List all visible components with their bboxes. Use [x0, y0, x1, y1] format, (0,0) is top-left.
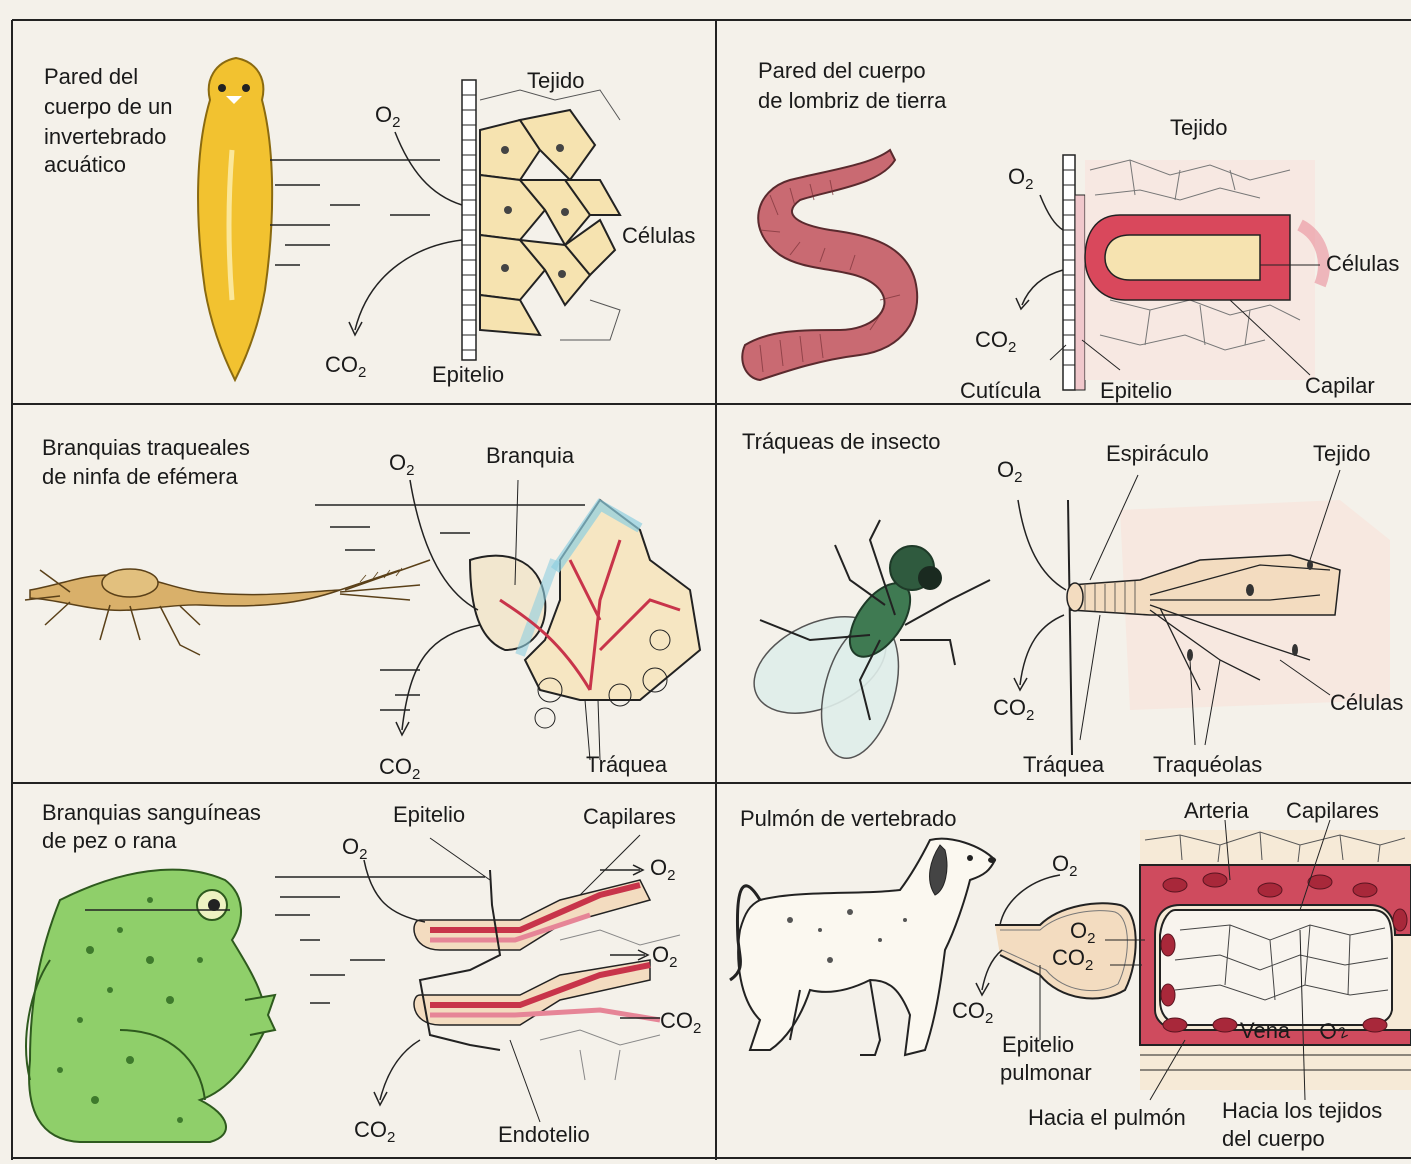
label-hacia-tejidos-line2: del cuerpo [1222, 1126, 1325, 1151]
label-tejido: Tejido [1170, 115, 1227, 140]
fly-illustration [753, 519, 991, 759]
label-o2-left: O2 [342, 834, 367, 863]
label-espiraculo: Espiráculo [1106, 441, 1209, 466]
label-hacia-los-tejidos: Hacia los tejidos del cuerpo [1222, 1098, 1388, 1151]
label-celulas: Células [1330, 690, 1403, 715]
earthworm-illustration [741, 148, 919, 382]
gill-lamellae-illustration [413, 869, 661, 1051]
frog-illustration [25, 868, 277, 1143]
panel-aquatic-invertebrate: Pared del cuerpo de un invertebrado acuá… [44, 56, 695, 387]
panel3-title-line2: de ninfa de efémera [42, 464, 238, 489]
label-tejido: Tejido [527, 68, 584, 93]
label-o2: O2 [375, 102, 400, 131]
label-vena: Vena [1240, 1018, 1291, 1043]
label-traquea: Tráquea [586, 752, 668, 777]
panel1-title-line2: cuerpo de un [44, 94, 172, 119]
panel2-title-line2: de lombriz de tierra [758, 88, 947, 113]
epithelium-strip [461, 79, 477, 361]
water-lines [270, 159, 440, 266]
panel-insect-tracheae: Tráqueas de insecto [742, 429, 1403, 777]
flatworm-illustration [197, 56, 274, 383]
label-o2: O2 [1008, 164, 1033, 193]
label-co2: CO2 [993, 695, 1034, 724]
label-o2-mid: O2 [652, 942, 677, 971]
label-o2-top: O2 [650, 855, 675, 884]
label-tejido: Tejido [1313, 441, 1370, 466]
panel6-title: Pulmón de vertebrado [740, 806, 956, 831]
panel3-title: Branquias traqueales de ninfa de efémera [42, 435, 256, 489]
panel5-title: Branquias sanguíneas de pez o rana [42, 800, 267, 853]
label-traqueolas: Traquéolas [1153, 752, 1262, 777]
label-endotelio: Endotelio [498, 1122, 590, 1147]
mayfly-nymph-illustration [24, 559, 431, 656]
label-o2-alveolus: O2 [1070, 918, 1095, 947]
label-co2-right: CO2 [660, 1008, 701, 1037]
label-co2: CO2 [325, 352, 366, 381]
label-branquia: Branquia [486, 443, 575, 468]
red-blood-cells [1160, 872, 1408, 1033]
label-o2: O2 [997, 457, 1022, 486]
trachea-illustration [1069, 554, 1341, 616]
label-epitelio-line1: Epitelio [1002, 1032, 1074, 1057]
label-cuticula: Cutícula [960, 378, 1041, 403]
label-celulas: Células [1326, 251, 1399, 276]
label-o2: O2 [389, 450, 414, 479]
alveolus-illustration [995, 902, 1137, 1000]
label-traquea: Tráquea [1023, 752, 1105, 777]
panel-earthworm: Pared del cuerpo de lombriz de tierra [741, 58, 1399, 403]
label-hacia-el-pulmon: Hacia el pulmón [1028, 1105, 1186, 1130]
panel1-title: Pared del cuerpo de un invertebrado acuá… [44, 64, 179, 177]
label-epitelio-pulmonar: Epitelio pulmonar [1000, 1032, 1092, 1085]
label-o2-top: O2 [1052, 851, 1077, 880]
panel5-title-line1: Branquias sanguíneas [42, 800, 261, 825]
panel2-title-line1: Pared del cuerpo [758, 58, 926, 83]
label-epitelio: Epitelio [393, 802, 465, 827]
tissue-cells [479, 108, 622, 337]
panel-blood-gills: Branquias sanguíneas de pez o rana [25, 800, 701, 1147]
panel1-title-line1: Pared del [44, 64, 138, 89]
label-co2: CO2 [379, 754, 420, 783]
panel4-title: Tráqueas de insecto [742, 429, 941, 454]
panel-vertebrate-lung: Pulmón de vertebrado [729, 798, 1411, 1151]
panel-mayfly-gills: Branquias traqueales de ninfa de efémera [24, 435, 702, 783]
label-epitelio: Epitelio [432, 362, 504, 387]
label-epitelio: Epitelio [1100, 378, 1172, 403]
label-hacia-tejidos-line1: Hacia los tejidos [1222, 1098, 1382, 1123]
panel3-title-line1: Branquias traqueales [42, 435, 250, 460]
label-co2-bottom: CO2 [354, 1117, 395, 1146]
label-arteria: Arteria [1184, 798, 1250, 823]
panel1-title-line4: acuático [44, 152, 126, 177]
label-co2: CO2 [975, 327, 1016, 356]
label-co2-alveolus: CO2 [1052, 945, 1093, 974]
panel1-title-line3: invertebrado [44, 124, 166, 149]
panel5-title-line2: de pez o rana [42, 828, 177, 853]
panel2-title: Pared del cuerpo de lombriz de tierra [758, 58, 947, 113]
label-capilares: Capilares [583, 804, 676, 829]
panel-grid [11, 19, 1411, 1160]
dog-illustration [729, 837, 997, 1057]
label-celulas: Células [622, 223, 695, 248]
label-capilares: Capilares [1286, 798, 1379, 823]
label-epitelio-line2: pulmonar [1000, 1060, 1092, 1085]
label-co2-out: CO2 [952, 998, 993, 1027]
label-capilar: Capilar [1305, 373, 1375, 398]
